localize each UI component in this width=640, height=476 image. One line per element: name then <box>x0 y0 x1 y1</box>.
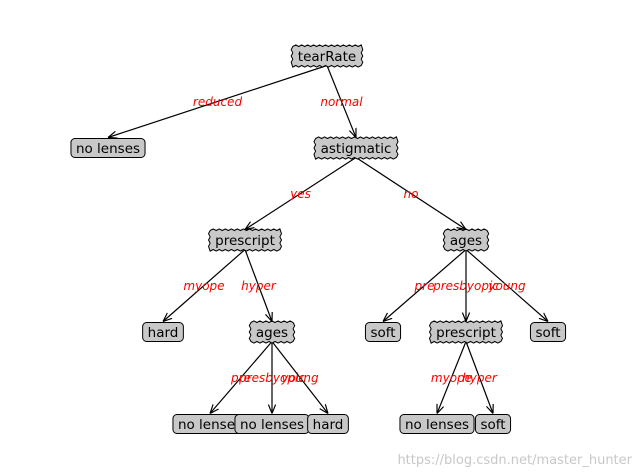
node-label: no lenses <box>76 141 140 157</box>
decision-node-box <box>207 228 283 252</box>
node-ages-2: ages <box>248 320 296 344</box>
leaf-node-box <box>70 138 146 158</box>
edge-label-yes: yes <box>289 187 311 201</box>
edge-label-young: young <box>280 371 319 385</box>
node-label: hard <box>313 417 344 433</box>
leaf-node-box <box>142 322 184 342</box>
tree-edges <box>108 64 548 414</box>
node-ages-1: ages <box>442 228 490 252</box>
node-soft-1: soft <box>364 322 402 342</box>
edge-ages-2-to-hard-2 <box>271 341 328 414</box>
leaf-node-box <box>307 414 349 434</box>
leaf-node-box <box>364 322 402 342</box>
node-label: no lenses <box>240 417 304 433</box>
node-astigmatic: astigmatic <box>313 136 399 160</box>
decision-node-box <box>290 44 364 68</box>
node-hard-2: hard <box>307 414 349 434</box>
edge-label-young: young <box>487 279 526 293</box>
leaf-node-box <box>399 414 475 434</box>
decision-node-box <box>313 136 399 160</box>
node-label: soft <box>535 325 560 341</box>
node-label: no lenses <box>405 417 469 433</box>
edge-ages-1-to-soft-1 <box>383 249 467 322</box>
decision-node-box <box>442 228 490 252</box>
node-no-lenses-4: no lenses <box>399 414 475 434</box>
edge-astigmatic-to-prescript-1 <box>245 156 357 230</box>
edge-astigmatic-to-ages-1 <box>355 156 466 230</box>
decision-node-box <box>248 320 296 344</box>
node-soft-3: soft <box>474 414 512 434</box>
edge-label-myope: myope <box>431 371 472 385</box>
node-label: ages <box>256 325 288 341</box>
watermark: https://blog.csdn.net/master_hunter <box>397 453 632 468</box>
edge-label-pre: pre <box>414 279 435 293</box>
node-no-lenses-3: no lenses <box>234 414 310 434</box>
tree-nodes: tearRate no lenses astigmatic prescript ages… <box>70 44 567 434</box>
edge-label-presbyopic: presbyopic <box>432 279 499 293</box>
node-soft-2: soft <box>529 322 567 342</box>
node-label: ages <box>450 233 482 249</box>
node-prescript-2: prescript <box>428 320 504 344</box>
node-label: soft <box>370 325 395 341</box>
edge-label-myope: myope <box>183 279 224 293</box>
decision-node-box <box>428 320 504 344</box>
node-tearRate: tearRate <box>290 44 364 68</box>
edge-label-presbyopic: presbyopic <box>238 371 305 385</box>
node-label: no lenses <box>178 417 242 433</box>
edge-label-reduced: reduced <box>193 95 243 109</box>
edge-ages-1-to-soft-2 <box>465 249 548 322</box>
edge-label-no: no <box>404 187 419 201</box>
edge-label-pre: pre <box>230 371 251 385</box>
leaf-node-box <box>474 414 512 434</box>
node-label: prescript <box>215 233 275 249</box>
edge-prescript-2-to-no-lenses-4 <box>437 341 467 414</box>
node-label: tearRate <box>298 49 356 65</box>
edge-prescript-2-to-soft-3 <box>465 341 493 414</box>
node-label: hard <box>148 325 179 341</box>
node-hard-1: hard <box>142 322 184 342</box>
edge-prescript-1-to-ages-2 <box>244 249 272 322</box>
edge-label-normal: normal <box>320 95 363 109</box>
edge-prescript-1-to-hard-1 <box>163 249 246 322</box>
node-label: prescript <box>436 325 496 341</box>
edge-label-hyper: hyper <box>462 371 498 385</box>
edge-ages-2-to-no-lenses-2 <box>210 341 273 414</box>
edge-tearRate-to-no-lenses-1 <box>108 64 328 138</box>
node-label: soft <box>480 417 505 433</box>
node-no-lenses-1: no lenses <box>70 138 146 158</box>
node-prescript-1: prescript <box>207 228 283 252</box>
leaf-node-box <box>529 322 567 342</box>
node-label: astigmatic <box>321 141 392 157</box>
edge-tearRate-to-astigmatic <box>326 65 356 138</box>
edge-label-hyper: hyper <box>241 279 277 293</box>
